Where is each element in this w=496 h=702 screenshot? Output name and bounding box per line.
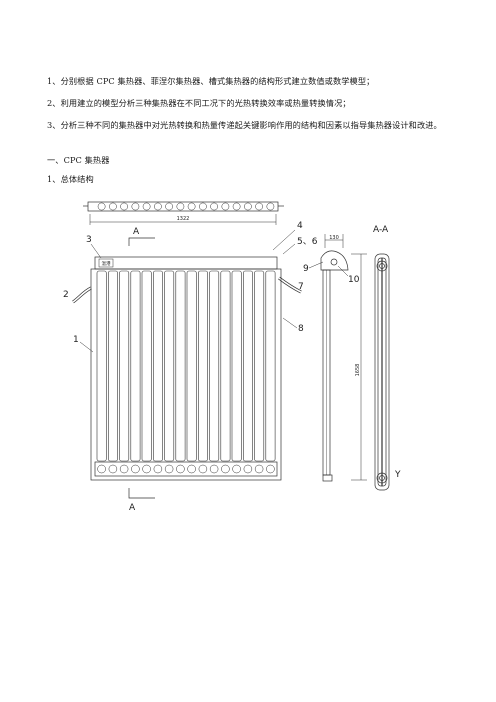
evacuated-tube (164, 270, 175, 462)
top-tube-end (154, 202, 162, 211)
callout-5-6: 5、6 (297, 237, 318, 247)
bottom-tube-end (187, 464, 196, 474)
evacuated-tube (153, 270, 163, 462)
callout-3: 3 (86, 235, 92, 245)
objective-2-text: 2、利用建立的模型分析三种集热器在不同工况下的光热转换效率或热量转换情况； (47, 98, 351, 108)
callout-10: 10 (348, 275, 360, 285)
evacuated-tube (209, 270, 220, 462)
evacuated-tube (198, 270, 208, 462)
top-tube-end (165, 202, 173, 211)
callout-1: 1 (73, 335, 79, 345)
y-marker: Y (394, 470, 401, 480)
bottom-tube-end (176, 464, 185, 474)
bottom-tube-end (142, 464, 151, 474)
evacuated-tube (231, 270, 242, 462)
bottom-tube-end (254, 464, 264, 474)
top-tube-end (244, 202, 252, 211)
top-view-tube-ends (97, 202, 275, 211)
section-view (374, 253, 390, 491)
section-marker-a-bottom: A (129, 503, 136, 512)
top-view (83, 201, 284, 212)
side-small-dimension-label: 130 (329, 235, 339, 241)
evacuated-tube (130, 270, 141, 462)
top-tube-end (97, 202, 106, 211)
evacuated-tube (175, 270, 186, 462)
evacuated-tube (107, 270, 118, 462)
bottom-tube-end (198, 464, 208, 474)
callout-7: 7 (298, 282, 304, 292)
top-tube-end (199, 202, 207, 211)
section-marker-a-top: A (133, 227, 140, 237)
bottom-tube-end (108, 464, 118, 474)
top-tube-end (210, 202, 218, 211)
callout-9: 9 (303, 264, 309, 274)
side-dimension-label: 1658 (355, 364, 361, 377)
top-tube-end (109, 202, 117, 211)
evacuated-tube (141, 270, 152, 462)
top-tube-end (255, 202, 263, 211)
collector-plate-label: 温港 (102, 260, 111, 267)
callout-4: 4 (297, 221, 303, 231)
objective-1-text: 1、分别根据 CPC 集热器、菲涅尔集热器、槽式集热器的结构形式建立数值或数学模… (47, 76, 375, 86)
objective-3-text: 3、分析三种不同的集热器中对光热转换和热量传递起关键影响作用的结构和因素以指导集… (47, 120, 442, 130)
bottom-tube-end (266, 464, 275, 474)
evacuated-tube (243, 270, 253, 462)
top-tube-end (120, 202, 128, 211)
side-view (320, 234, 367, 482)
evacuated-tube (254, 270, 265, 462)
top-tube-end (187, 202, 196, 211)
top-tube-end (221, 202, 230, 211)
callout-2: 2 (63, 290, 69, 300)
section-heading: 一、CPC 集热器 (47, 155, 110, 165)
front-view (90, 256, 282, 481)
bottom-tube-end (221, 464, 230, 474)
bottom-tube-end (153, 464, 163, 474)
bottom-tube-end (119, 464, 129, 474)
evacuated-tube (96, 270, 107, 462)
top-tube-end (232, 202, 241, 211)
top-tube-end (176, 202, 185, 211)
collector-drawing: 1322 3 A 4 5、6 7 8 2 1 温港 (63, 201, 401, 512)
top-tube-end (131, 202, 140, 211)
evacuated-tube (186, 270, 197, 462)
evacuated-tube (119, 270, 130, 462)
bottom-tube-end (97, 464, 106, 474)
evacuated-tube (265, 270, 276, 462)
top-dimension-label: 1322 (177, 216, 190, 222)
evacuated-tube (220, 270, 231, 462)
subsection-heading: 1、总体结构 (47, 174, 94, 184)
bottom-tube-end (209, 464, 219, 474)
bottom-tube-end (164, 464, 174, 474)
bottom-tube-end (243, 464, 253, 474)
top-tube-end (142, 202, 151, 211)
top-dimension (89, 214, 277, 225)
callout-8: 8 (298, 324, 304, 334)
bottom-tube-ends (97, 464, 275, 474)
bottom-tube-end (131, 464, 140, 474)
top-tube-end (266, 202, 275, 211)
evacuated-tubes (96, 270, 276, 462)
section-view-label: A-A (373, 225, 389, 235)
bottom-tube-end (232, 464, 241, 474)
